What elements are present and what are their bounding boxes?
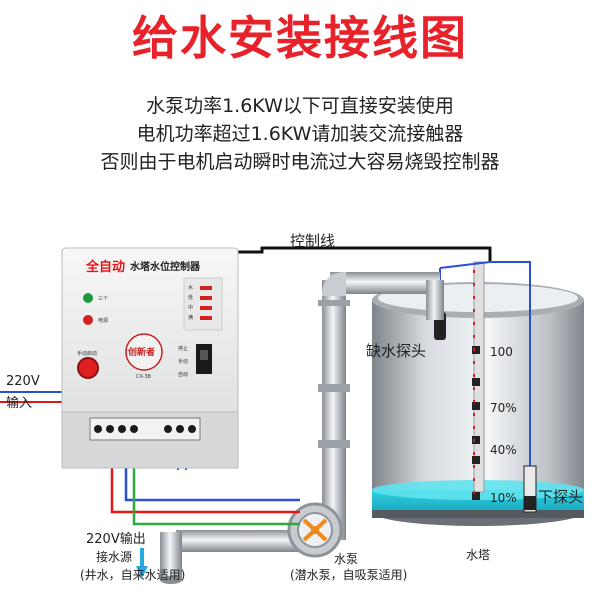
controller-box <box>61 247 239 469</box>
output-label: 220V输出 <box>86 532 146 547</box>
lower-probe <box>490 261 537 513</box>
low-water-probe-label: 缺水探头 <box>366 342 427 360</box>
supply-voltage-label: 220V <box>6 374 40 389</box>
water-source-label: 接水源 <box>96 550 133 564</box>
lower-probe-label: 下探头 <box>538 488 584 506</box>
pump-label: 水泵 <box>334 552 359 566</box>
water-source-arrow <box>136 548 148 578</box>
tower-level-40: 40% <box>490 443 517 457</box>
control-line-wire <box>230 246 492 272</box>
controller-headline: 水塔水位控制器 <box>130 262 200 273</box>
model-number: CX-38 <box>136 374 151 380</box>
note-power-limit: 水泵功率1.6KW以下可直接安装使用 <box>146 95 454 117</box>
mode-label-stop: 停止 <box>178 346 189 352</box>
manual-start-label: 手动启动 <box>77 351 98 357</box>
pump <box>287 502 343 558</box>
tower-level-70: 70% <box>490 401 517 415</box>
level-light-label-mid: 中 <box>188 305 194 311</box>
level-light-label-water: 水 <box>188 285 194 291</box>
control-line-label: 控制线 <box>290 232 336 250</box>
note-warning: 否则由于电机启动瞬时电流过大容易烧毁控制器 <box>100 151 500 173</box>
tower-label: 水塔 <box>466 548 491 562</box>
tower-level-100: 100 <box>490 345 513 359</box>
water-source-note: (井水，自来水适用) <box>80 568 186 582</box>
tower-level-10: 10% <box>490 491 517 505</box>
indicator-label-power: 电源 <box>98 318 109 324</box>
mode-label-auto: 自动 <box>178 372 189 378</box>
level-light-label-low: 低 <box>188 295 194 301</box>
page-title: 给水安装接线图 <box>132 11 468 65</box>
level-probe-rod <box>472 261 485 500</box>
indicator-label-three: 三个 <box>98 296 109 302</box>
brand-name: 创新者 <box>128 348 156 358</box>
mode-label-manual: 手动 <box>178 359 189 365</box>
pump-note: (潜水泵，自吸泵适用) <box>290 568 408 582</box>
pipe-system <box>160 272 444 584</box>
note-contactor: 电机功率超过1.6KW请加装交流接触器 <box>136 123 464 145</box>
controller-headline-red: 全自动 <box>86 260 126 275</box>
level-light-label-full: 满 <box>188 315 194 321</box>
supply-input-label: 输入 <box>6 396 33 411</box>
